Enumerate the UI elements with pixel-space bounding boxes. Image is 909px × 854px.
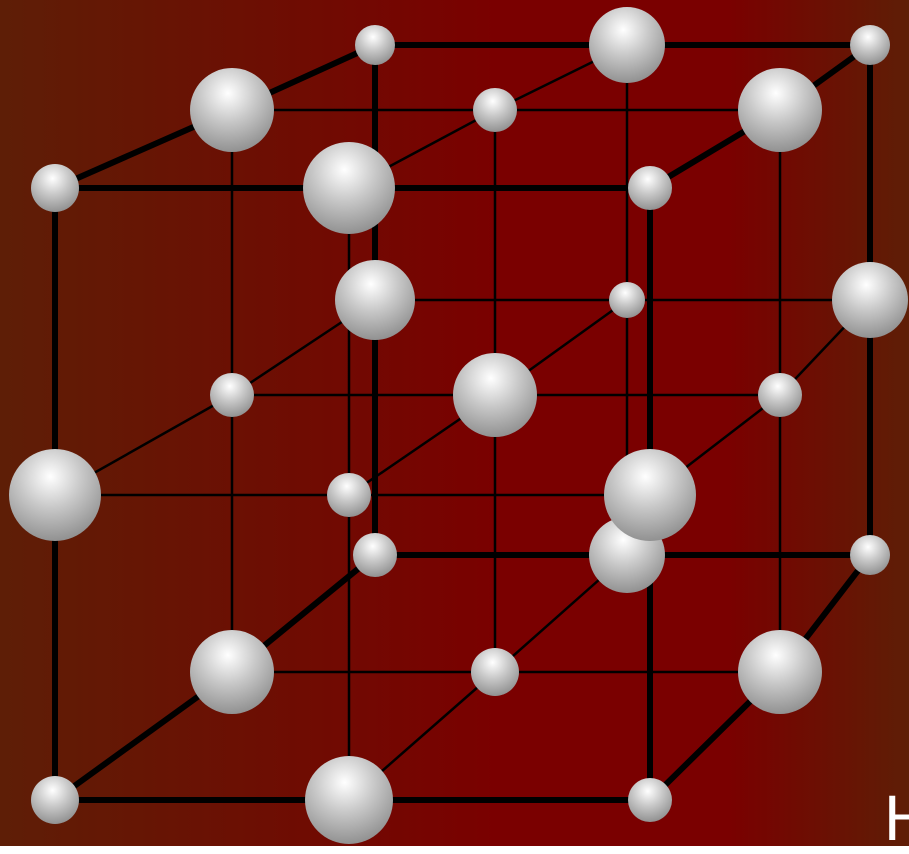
small-atom xyxy=(31,776,79,824)
large-atom xyxy=(589,7,665,83)
small-atom xyxy=(471,648,519,696)
large-atom xyxy=(738,630,822,714)
large-atom xyxy=(9,449,101,541)
small-atom xyxy=(473,88,517,132)
large-atom xyxy=(335,260,415,340)
large-atom xyxy=(604,449,696,541)
small-atom xyxy=(355,25,395,65)
large-atom xyxy=(305,756,393,844)
small-atom xyxy=(327,473,371,517)
atoms xyxy=(9,7,908,844)
small-atom xyxy=(850,25,890,65)
large-atom xyxy=(303,142,395,234)
small-atom xyxy=(609,282,645,318)
small-atom xyxy=(628,166,672,210)
small-atom xyxy=(210,373,254,417)
small-atom xyxy=(850,535,890,575)
small-atom xyxy=(628,778,672,822)
small-atom xyxy=(353,533,397,577)
large-atom xyxy=(190,630,274,714)
large-atom xyxy=(738,68,822,152)
large-atom xyxy=(190,68,274,152)
corner-text: H xyxy=(884,782,909,854)
small-atom xyxy=(758,373,802,417)
small-atom xyxy=(31,164,79,212)
large-atom xyxy=(832,262,908,338)
large-atom xyxy=(453,353,537,437)
